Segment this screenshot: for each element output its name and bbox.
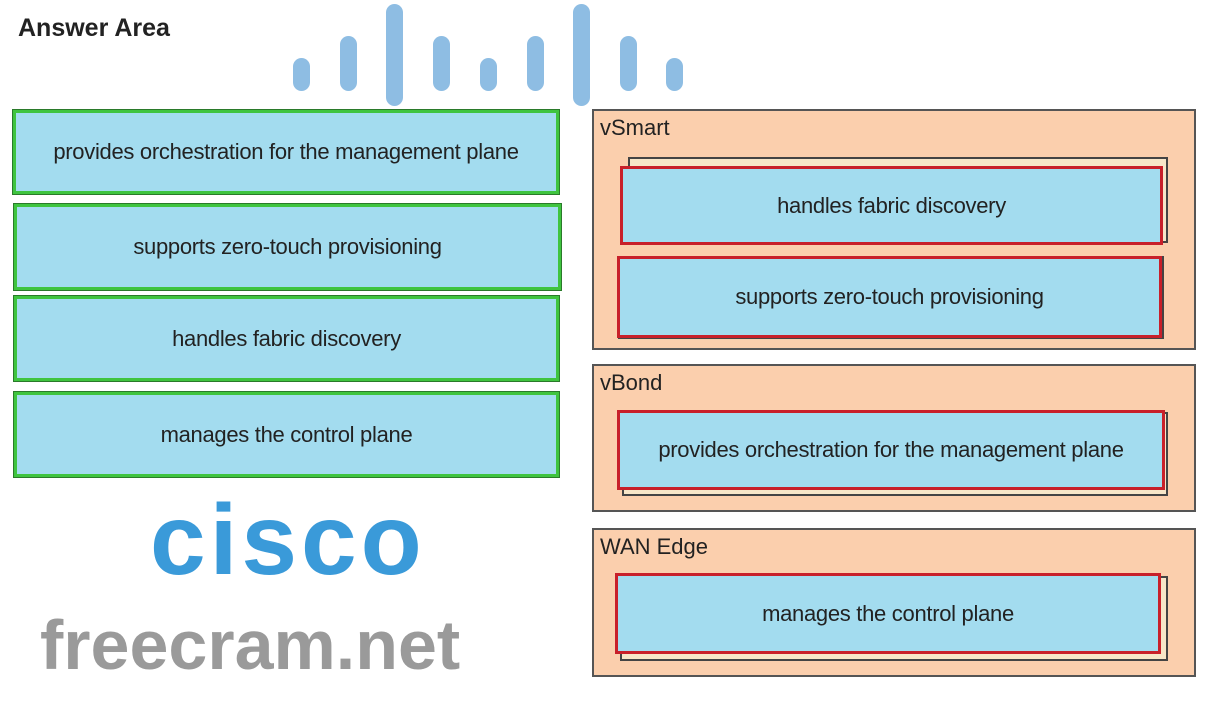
cisco-logo-bars bbox=[0, 0, 1217, 110]
placed-item[interactable]: manages the control plane bbox=[615, 573, 1161, 654]
group-label: vBond bbox=[600, 370, 663, 395]
option-item[interactable]: manages the control plane bbox=[14, 392, 559, 477]
target-vbond[interactable]: vBond provides orchestration for the man… bbox=[592, 364, 1196, 512]
site-watermark: freecram.net bbox=[40, 606, 461, 684]
target-vsmart[interactable]: vSmart handles fabric discovery supports… bbox=[592, 109, 1196, 350]
placed-item[interactable]: supports zero-touch provisioning bbox=[617, 256, 1162, 338]
group-label: WAN Edge bbox=[600, 534, 709, 559]
cisco-wordmark: cisco bbox=[150, 484, 426, 596]
placed-item[interactable]: handles fabric discovery bbox=[620, 166, 1163, 245]
option-item[interactable]: supports zero-touch provisioning bbox=[14, 204, 561, 290]
option-item[interactable]: provides orchestration for the managemen… bbox=[13, 110, 559, 194]
answer-area-title: Answer Area bbox=[18, 14, 170, 42]
target-wan-edge[interactable]: WAN Edge manages the control plane bbox=[592, 528, 1196, 677]
placed-item[interactable]: provides orchestration for the managemen… bbox=[617, 410, 1165, 490]
option-item[interactable]: handles fabric discovery bbox=[14, 296, 559, 381]
group-label: vSmart bbox=[600, 115, 670, 140]
